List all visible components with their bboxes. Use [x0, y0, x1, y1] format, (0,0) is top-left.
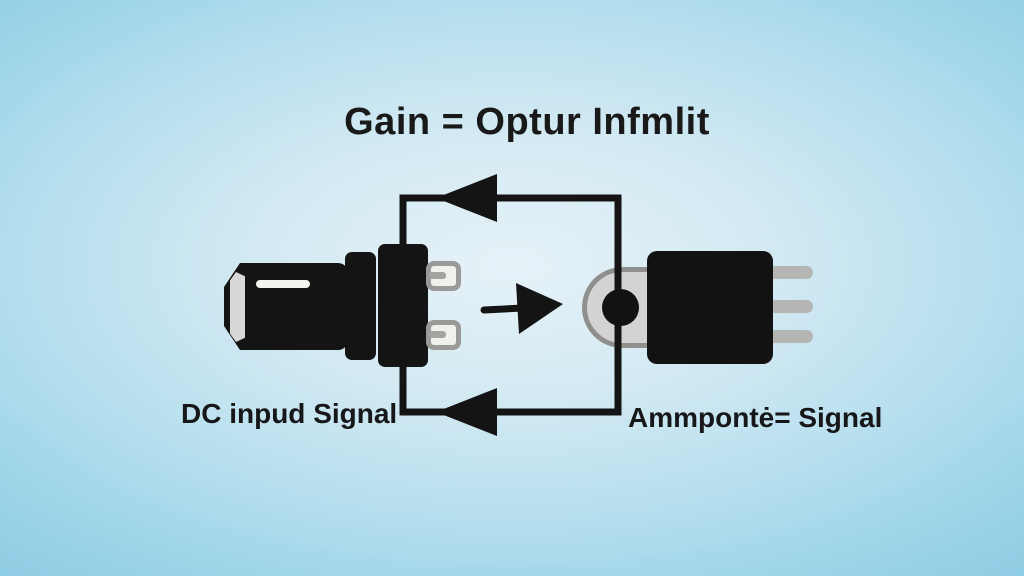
plug-prong-slot [429, 272, 446, 279]
signal-arrowhead-right-icon [516, 283, 563, 334]
transistor-hole [602, 289, 639, 326]
plug-prong-slot [429, 331, 446, 338]
plug-prong-top [426, 261, 461, 291]
plug-highlight [256, 280, 310, 288]
transistor-body [647, 251, 773, 364]
transistor-leg-top [769, 266, 813, 279]
plug-prong-bottom [426, 320, 461, 350]
plug-collar [345, 252, 376, 360]
diagram-title: Gain = Optur Infmlit [344, 101, 710, 143]
feedback-arrowhead-bottom-left-icon [436, 388, 497, 436]
feedback-loop-rect [399, 194, 622, 416]
signal-arrow-shaft [480, 304, 527, 314]
output-signal-label: Ammpontė= Signal [628, 402, 883, 433]
input-signal-label: DC inpud Signal [181, 398, 398, 429]
transistor-leg-bottom [769, 330, 813, 343]
plug-bevel-facet [230, 272, 245, 342]
feedback-arrowhead-top-left-icon [436, 174, 497, 222]
transistor-leg-middle [769, 300, 813, 313]
